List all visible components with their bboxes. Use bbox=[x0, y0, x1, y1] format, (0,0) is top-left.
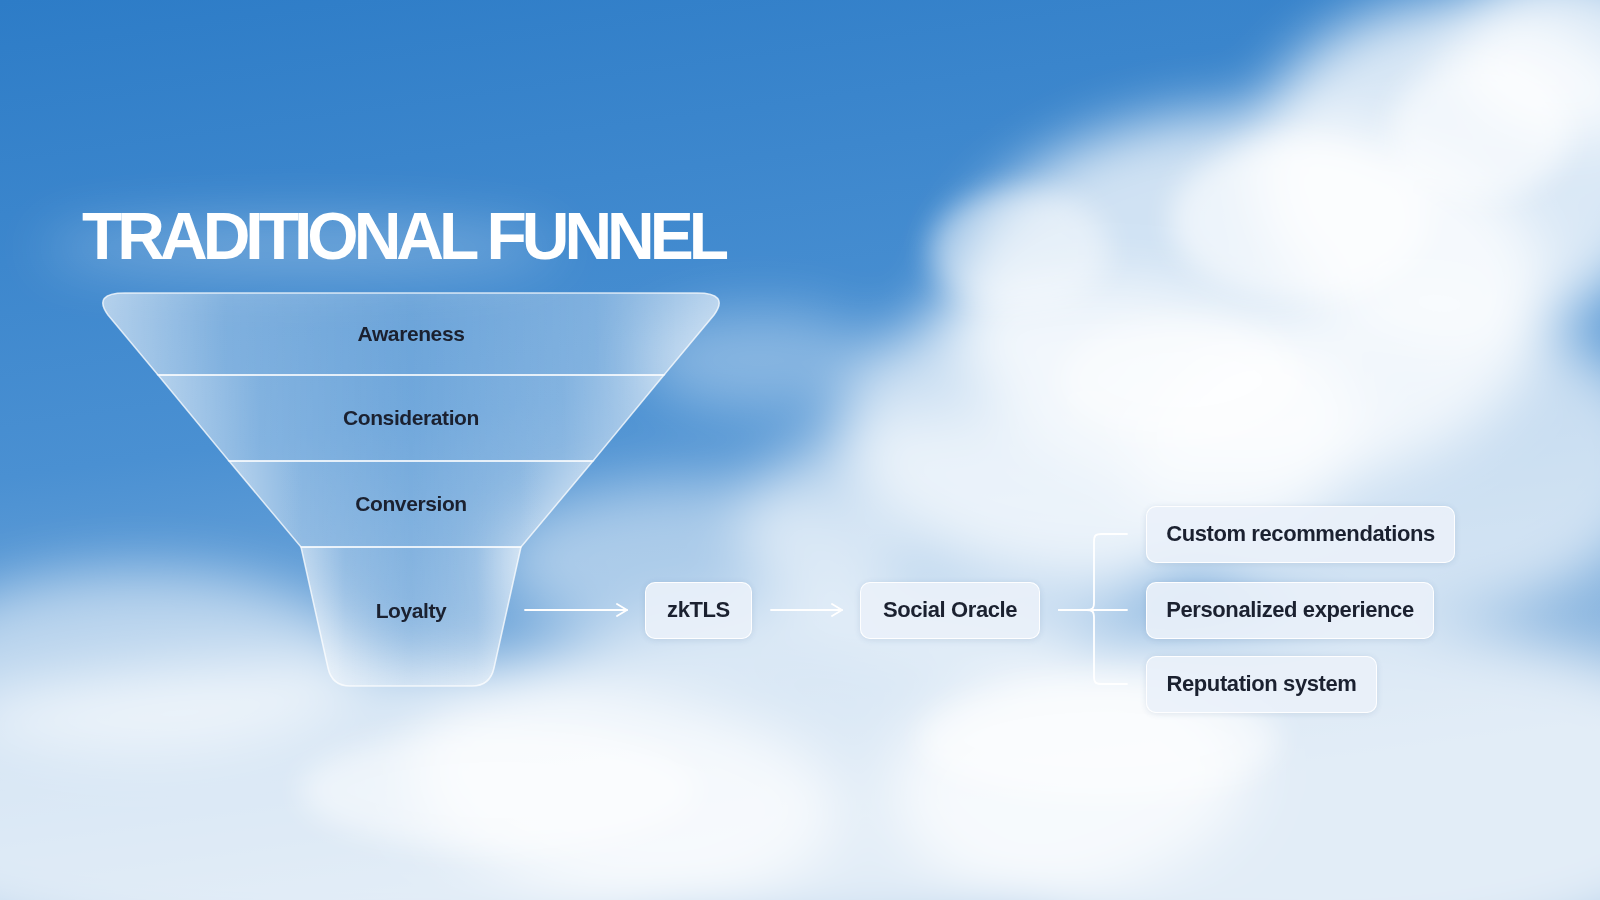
process-box: Reputation system bbox=[1146, 656, 1377, 713]
node-label: Reputation system bbox=[1166, 671, 1356, 697]
process-box: zkTLS bbox=[645, 582, 752, 639]
funnel-band: Loyalty bbox=[301, 547, 521, 686]
bracket-connector bbox=[1059, 610, 1127, 684]
node-label: Conversion bbox=[355, 492, 467, 516]
process-box: Social Oracle bbox=[860, 582, 1040, 639]
node-label: Social Oracle bbox=[883, 597, 1017, 623]
node-label: Custom recommendations bbox=[1166, 521, 1435, 547]
diagram-title: TRADITIONAL FUNNEL bbox=[82, 203, 724, 269]
node-label: Loyalty bbox=[376, 599, 447, 623]
funnel-band-outline bbox=[103, 293, 719, 375]
process-box: Personalized experience bbox=[1146, 582, 1434, 639]
bracket-connector bbox=[1059, 534, 1127, 610]
funnel-band-outline bbox=[301, 547, 521, 686]
funnel-band: Consideration bbox=[158, 375, 664, 461]
node-label: Consideration bbox=[343, 406, 479, 430]
funnel-band-outline bbox=[229, 461, 593, 547]
funnel-band: Conversion bbox=[229, 461, 593, 547]
funnel-band: Awareness bbox=[90, 293, 732, 375]
node-label: zkTLS bbox=[667, 597, 730, 623]
node-label: Personalized experience bbox=[1166, 597, 1414, 623]
node-label: Awareness bbox=[358, 322, 465, 346]
process-box: Custom recommendations bbox=[1146, 506, 1455, 563]
funnel-band-outline bbox=[158, 375, 664, 461]
arrow-connector bbox=[771, 609, 842, 611]
arrow-connector bbox=[525, 609, 627, 611]
